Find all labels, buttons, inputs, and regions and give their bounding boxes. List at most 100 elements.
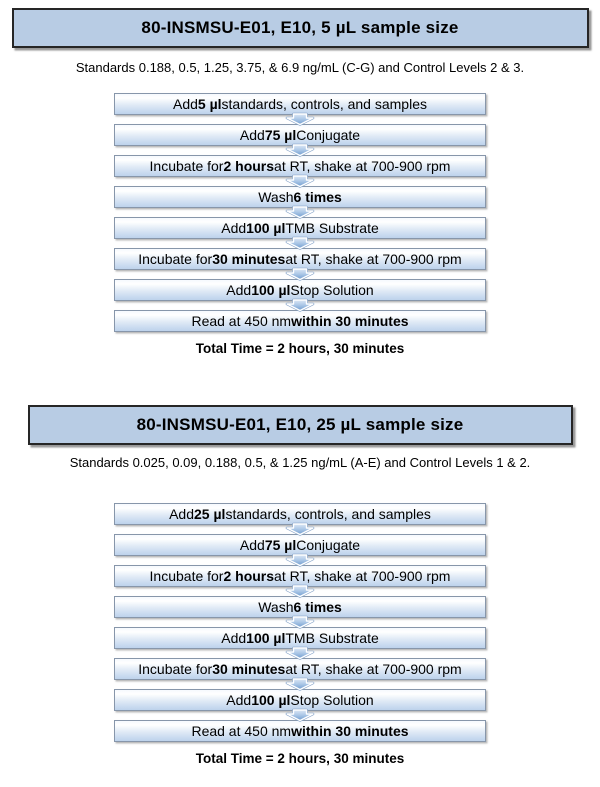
- flow-step-text: standards, controls, and samples: [225, 506, 431, 522]
- flow-step-text: Add: [239, 537, 265, 553]
- flow-step: Add 100 µl TMB Substrate: [114, 627, 486, 649]
- flow-step: Add 100 µl Stop Solution: [114, 279, 486, 301]
- flow-step-text: Wash: [258, 189, 294, 205]
- down-arrow-icon: [285, 298, 315, 312]
- flow-step: Add 25 µl standards, controls, and sampl…: [114, 503, 486, 525]
- down-arrow-icon: [285, 584, 315, 598]
- flow-step-text-bold: 2 hours: [223, 568, 275, 584]
- flow-step-text: Stop Solution: [290, 692, 374, 708]
- flow-step-text: Add: [221, 220, 247, 236]
- step-connector: [114, 236, 486, 250]
- flow-step-text: Incubate for: [149, 158, 224, 174]
- flow-step: Incubate for 30 minutes at RT, shake at …: [114, 658, 486, 680]
- flow-step-text-bold: 25 µl: [194, 506, 226, 522]
- down-arrow-icon: [285, 522, 315, 536]
- flow-step-text-bold: within 30 minutes: [291, 723, 409, 739]
- flow-step-text: TMB Substrate: [285, 220, 379, 236]
- step-connector: [114, 615, 486, 629]
- flow-step-text-bold: 100 µl: [246, 220, 286, 236]
- down-arrow-icon: [285, 174, 315, 188]
- flow-step-text: at RT, shake at 700-900 rpm: [285, 251, 462, 267]
- down-arrow-icon: [285, 143, 315, 157]
- flow-step-text-bold: 5 µl: [197, 96, 222, 112]
- flow-step-text-bold: 75 µl: [264, 537, 297, 553]
- flow-step-text: Incubate for: [138, 661, 213, 677]
- down-arrow-icon: [285, 236, 315, 250]
- flow-step-text: Incubate for: [138, 251, 213, 267]
- step-connector: [114, 708, 486, 722]
- step-connector: [114, 553, 486, 567]
- down-arrow-icon: [285, 553, 315, 567]
- flow-step: Read at 450 nm within 30 minutes: [114, 310, 486, 332]
- step-connector: [114, 267, 486, 281]
- flow-step-text: at RT, shake at 700-900 rpm: [274, 568, 451, 584]
- standards-note: Standards 0.188, 0.5, 1.25, 3.75, & 6.9 …: [75, 60, 525, 75]
- down-arrow-icon: [285, 112, 315, 126]
- flow-step-text: Add: [226, 692, 252, 708]
- down-arrow-icon: [285, 708, 315, 722]
- total-time: Total Time = 2 hours, 30 minutes: [195, 341, 405, 356]
- protocol-section-5ul: 80-INSMSU-E01, E10, 5 µL sample size Sta…: [0, 0, 600, 357]
- step-connector: [114, 298, 486, 312]
- step-connector: [114, 522, 486, 536]
- flow-step-text-bold: 30 minutes: [212, 661, 286, 677]
- flow-step-text-bold: 2 hours: [223, 158, 275, 174]
- flow-step-text: Conjugate: [296, 537, 361, 553]
- total-time: Total Time = 2 hours, 30 minutes: [195, 751, 405, 766]
- section-title-box: 80-INSMSU-E01, E10, 5 µL sample size: [11, 8, 589, 48]
- step-connector: [114, 205, 486, 219]
- flow-step-text-bold: 75 µl: [264, 127, 297, 143]
- flow-step-text: Stop Solution: [290, 282, 374, 298]
- flow-step-text-bold: 6 times: [293, 599, 342, 615]
- down-arrow-icon: [285, 646, 315, 660]
- step-connector: [114, 143, 486, 157]
- flow-step-text: Add: [172, 96, 198, 112]
- flow-step-text: Conjugate: [296, 127, 361, 143]
- flow-step-text-bold: 100 µl: [251, 282, 291, 298]
- flowchart: Add 5 µl standards, controls, and sample…: [114, 93, 486, 332]
- flow-step-text: Add: [226, 282, 252, 298]
- flow-step: Read at 450 nm within 30 minutes: [114, 720, 486, 742]
- flow-step-text: Add: [169, 506, 195, 522]
- down-arrow-icon: [285, 205, 315, 219]
- flow-step: Add 5 µl standards, controls, and sample…: [114, 93, 486, 115]
- step-connector: [114, 174, 486, 188]
- flow-step-text: at RT, shake at 700-900 rpm: [274, 158, 451, 174]
- flow-step-text-bold: 100 µl: [246, 630, 286, 646]
- standards-note: Standards 0.025, 0.09, 0.188, 0.5, & 1.2…: [69, 455, 531, 470]
- flow-step: Wash 6 times: [114, 186, 486, 208]
- flow-step-text: standards, controls, and samples: [221, 96, 427, 112]
- flow-step-text: Read at 450 nm: [191, 313, 292, 329]
- flow-step: Add 75 µl Conjugate: [114, 534, 486, 556]
- step-connector: [114, 677, 486, 691]
- flow-step: Add 75 µl Conjugate: [114, 124, 486, 146]
- flow-step: Wash 6 times: [114, 596, 486, 618]
- protocol-section-25ul: 80-INSMSU-E01, E10, 25 µL sample size St…: [0, 357, 600, 767]
- section-title: 80-INSMSU-E01, E10, 25 µL sample size: [136, 415, 464, 434]
- flow-step: Incubate for 30 minutes at RT, shake at …: [114, 248, 486, 270]
- flow-step: Add 100 µl Stop Solution: [114, 689, 486, 711]
- step-connector: [114, 584, 486, 598]
- flow-step-text: Read at 450 nm: [191, 723, 292, 739]
- flow-step-text-bold: 100 µl: [251, 692, 291, 708]
- flow-step-text: Add: [239, 127, 265, 143]
- flow-step-text-bold: within 30 minutes: [291, 313, 409, 329]
- down-arrow-icon: [285, 615, 315, 629]
- flow-step-text: TMB Substrate: [285, 630, 379, 646]
- step-connector: [114, 112, 486, 126]
- flow-step-text-bold: 6 times: [293, 189, 342, 205]
- step-connector: [114, 646, 486, 660]
- flow-step-text: Incubate for: [149, 568, 224, 584]
- flow-step: Incubate for 2 hours at RT, shake at 700…: [114, 155, 486, 177]
- section-title: 80-INSMSU-E01, E10, 5 µL sample size: [141, 18, 459, 37]
- down-arrow-icon: [285, 677, 315, 691]
- flow-step: Incubate for 2 hours at RT, shake at 700…: [114, 565, 486, 587]
- section-title-box: 80-INSMSU-E01, E10, 25 µL sample size: [27, 405, 573, 445]
- flow-step: Add 100 µl TMB Substrate: [114, 217, 486, 239]
- flow-step-text: Wash: [258, 599, 294, 615]
- flowchart: Add 25 µl standards, controls, and sampl…: [114, 503, 486, 742]
- down-arrow-icon: [285, 267, 315, 281]
- flow-step-text-bold: 30 minutes: [212, 251, 286, 267]
- flow-step-text: at RT, shake at 700-900 rpm: [285, 661, 462, 677]
